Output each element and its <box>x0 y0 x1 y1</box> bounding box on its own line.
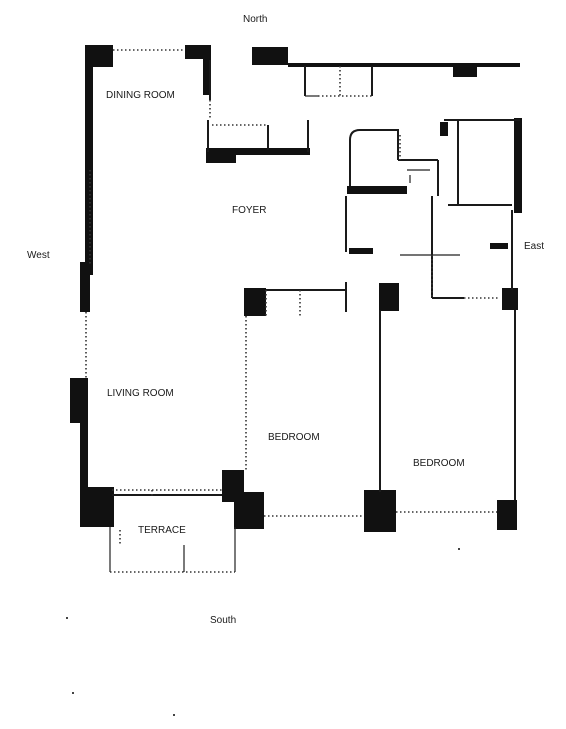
wall-lines <box>109 60 520 572</box>
room-label-foyer: FOYER <box>232 205 266 216</box>
room-label-dining-room: DINING ROOM <box>106 90 175 101</box>
wall-blocks <box>70 45 522 532</box>
room-label-living-room: LIVING ROOM <box>107 388 174 399</box>
room-label-bedroom-2: BEDROOM <box>413 458 465 469</box>
room-label-terrace: TERRACE <box>138 525 186 536</box>
compass-south-label: South <box>210 615 236 626</box>
room-label-bedroom-1: BEDROOM <box>268 432 320 443</box>
window-lines <box>85 49 500 573</box>
compass-west-label: West <box>27 250 50 261</box>
compass-east-label: East <box>524 241 544 252</box>
scan-specks <box>66 548 460 716</box>
compass-north-label: North <box>243 14 267 25</box>
